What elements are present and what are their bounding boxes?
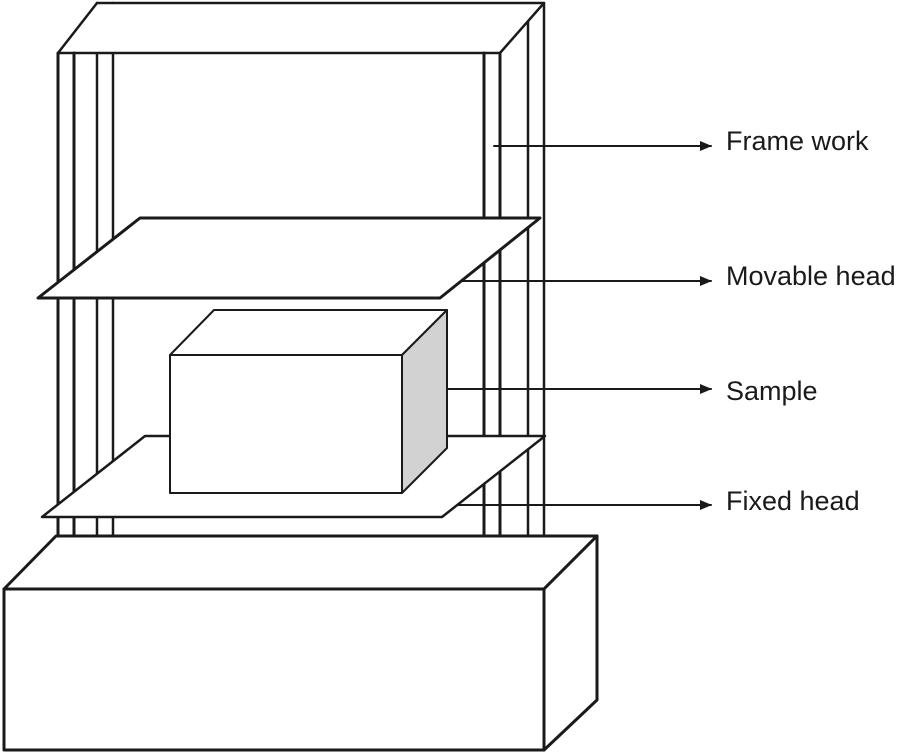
movable-head-plate [36, 216, 542, 300]
sample-label: Sample [726, 376, 818, 406]
frame-work-label: Frame work [726, 126, 869, 156]
fixed-head-label: Fixed head [726, 486, 860, 516]
top-frame-plate [56, 1, 546, 55]
movable-head-label: Movable head [726, 261, 896, 291]
back-rod-right [526, 1, 546, 542]
front-rod-right [482, 51, 502, 592]
base-box [2, 534, 599, 752]
sample-block [169, 309, 448, 494]
